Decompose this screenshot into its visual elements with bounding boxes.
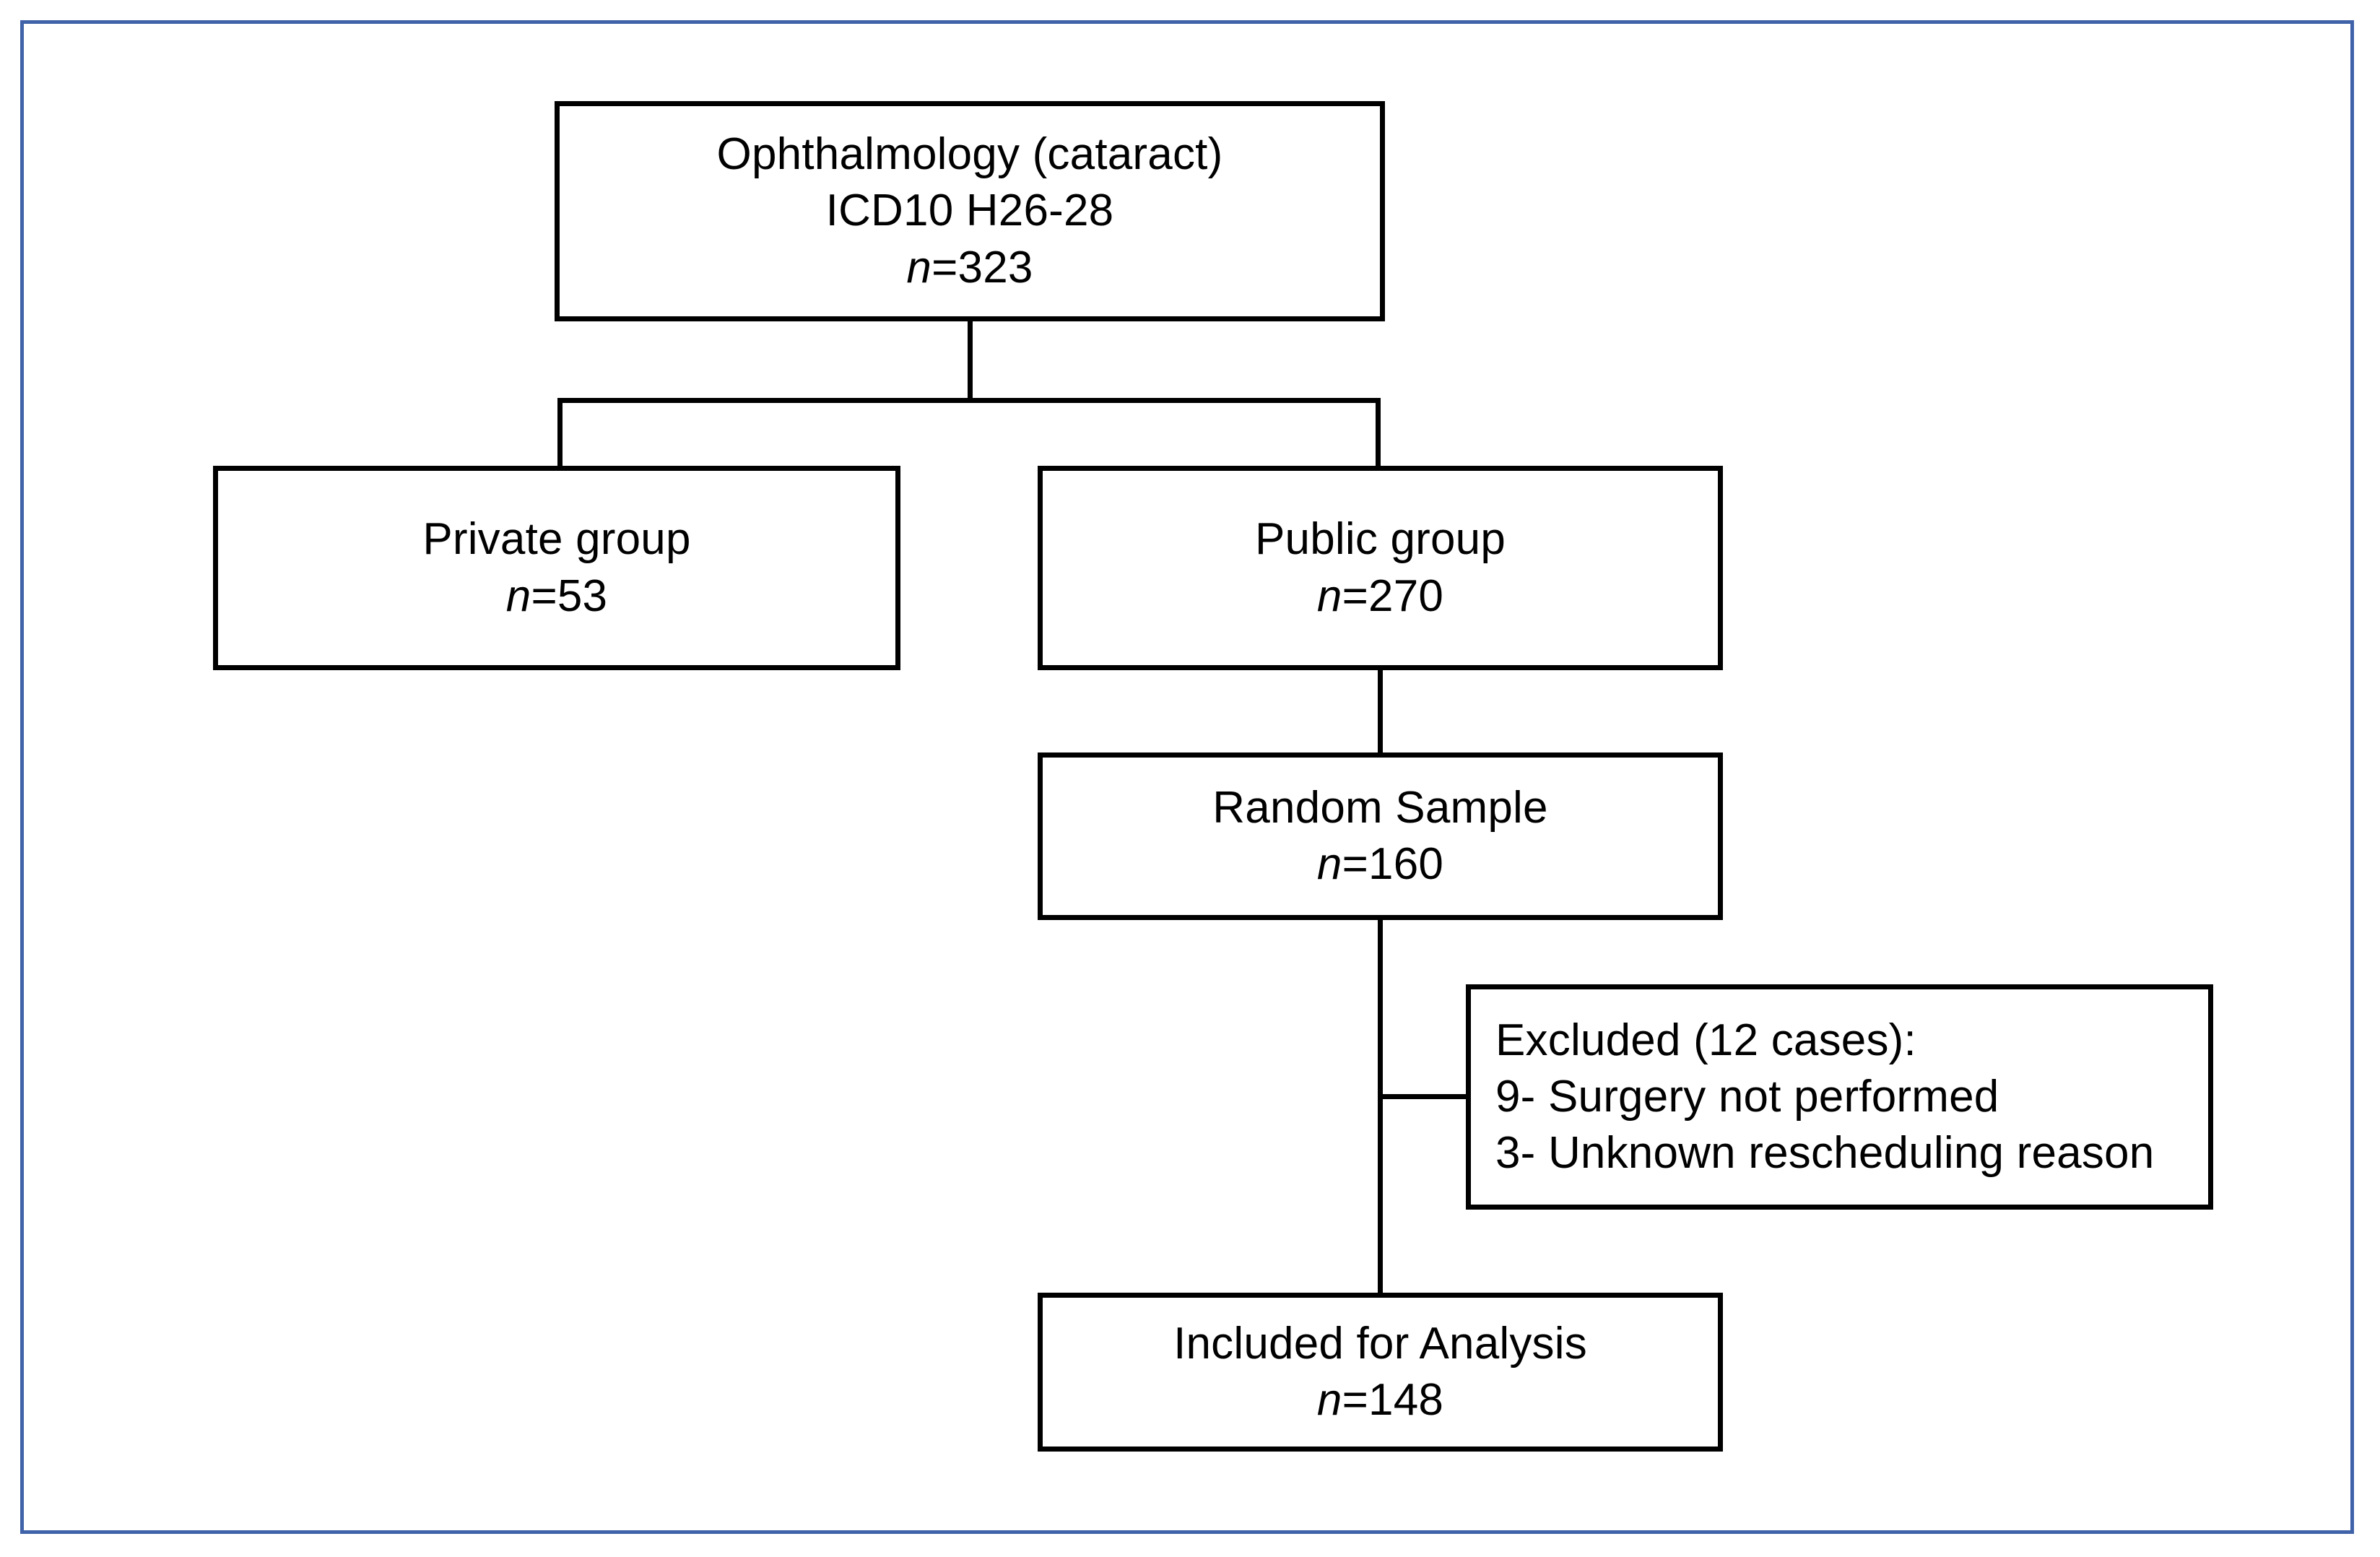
figure-border — [20, 20, 2354, 1534]
edge-split-bar — [557, 398, 1381, 403]
included-n-symbol: n — [1316, 1375, 1342, 1425]
public-count: n=270 — [1317, 568, 1443, 625]
public-n-value: =270 — [1342, 571, 1444, 621]
edge-random-to-included — [1378, 919, 1383, 1294]
edge-to-private — [557, 398, 563, 469]
source-line-1: Ophthalmology (cataract) — [716, 129, 1223, 180]
node-excluded: Excluded (12 cases): 9- Surgery not perf… — [1466, 984, 2213, 1210]
edge-branch-to-excluded — [1378, 1094, 1470, 1099]
excluded-line-3: 3- Unknown rescheduling reason — [1495, 1128, 2155, 1179]
edge-public-to-random — [1378, 669, 1383, 754]
excluded-line-1: Excluded (12 cases): — [1495, 1015, 1916, 1065]
edge-source-stem — [968, 321, 973, 401]
source-line-2: ICD10 H26-28 — [825, 186, 1114, 236]
private-n-symbol: n — [505, 571, 531, 621]
edge-to-public — [1376, 398, 1381, 469]
private-n-value: =53 — [531, 571, 608, 621]
source-n-symbol: n — [906, 242, 932, 292]
node-random-sample: Random Sample n=160 — [1038, 753, 1723, 920]
included-count: n=148 — [1317, 1372, 1443, 1428]
random-sample-count: n=160 — [1317, 836, 1443, 893]
node-included: Included for Analysis n=148 — [1038, 1293, 1723, 1452]
random-sample-label: Random Sample — [1212, 782, 1548, 833]
node-source: Ophthalmology (cataract) ICD10 H26-28 n=… — [555, 101, 1385, 321]
source-n-value: =323 — [931, 242, 1033, 292]
public-label: Public group — [1254, 514, 1506, 565]
source-count: n=323 — [906, 240, 1033, 296]
excluded-line-2: 9- Surgery not performed — [1495, 1071, 1999, 1122]
private-label: Private group — [422, 514, 691, 565]
node-public-group: Public group n=270 — [1038, 466, 1723, 670]
private-count: n=53 — [506, 568, 607, 625]
random-sample-n-symbol: n — [1316, 839, 1342, 889]
random-sample-n-value: =160 — [1342, 839, 1444, 889]
node-private-group: Private group n=53 — [213, 466, 900, 670]
included-label: Included for Analysis — [1173, 1318, 1587, 1369]
included-n-value: =148 — [1342, 1375, 1444, 1425]
public-n-symbol: n — [1316, 571, 1342, 621]
